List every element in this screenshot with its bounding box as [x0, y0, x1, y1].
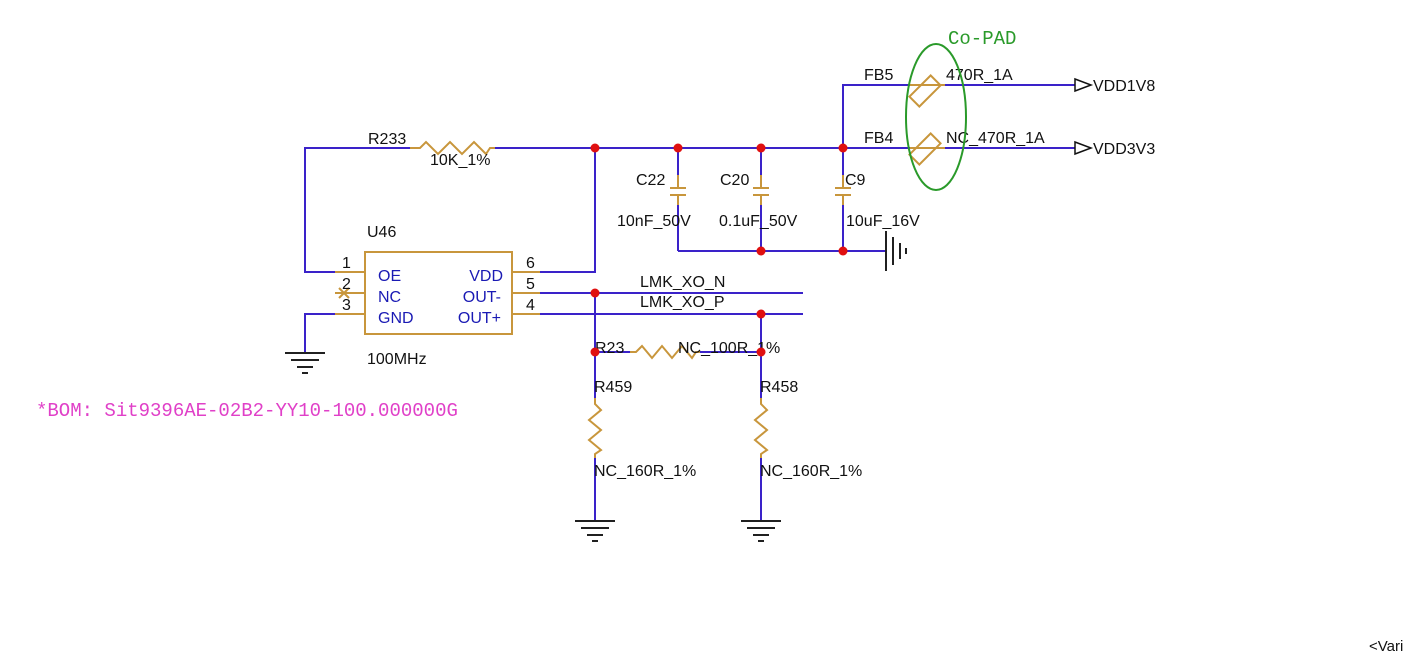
ground-caps-icon	[885, 231, 907, 271]
capacitor-c20: C20 0.1uF_50V	[719, 172, 798, 230]
net-label-xo-n: LMK_XO_N	[640, 274, 725, 291]
corner-variant-text: <Vari	[1369, 638, 1403, 655]
wire-fb5-in	[842, 84, 910, 148]
vdd3v3-arrow-icon	[1074, 140, 1094, 156]
r23-symbol	[630, 344, 700, 360]
pin3-name: GND	[378, 310, 414, 327]
copad-label: Co-PAD	[948, 28, 1016, 50]
c9-ref: C9	[845, 172, 866, 189]
r23-ref: R23	[595, 340, 624, 357]
resistor-r458: R458 NC_160R_1%	[753, 379, 862, 480]
capacitor-c22: C22 10nF_50V	[617, 172, 691, 230]
fb4-ref: FB4	[864, 130, 893, 147]
junction-dot	[590, 288, 600, 298]
pin2-number: 2	[342, 276, 351, 293]
junction-dot	[590, 347, 600, 357]
r233-ref: R233	[368, 131, 406, 148]
wires	[304, 84, 1075, 520]
resistor-r233: R233 10K_1%	[368, 131, 495, 169]
fb5-ref: FB5	[864, 67, 893, 84]
pin5-name: OUT-	[463, 289, 501, 306]
resistor-r23: R23 NC_100R_1%	[595, 340, 780, 360]
fb5-body	[908, 74, 942, 108]
junction-dot	[756, 246, 766, 256]
vdd3v3-label: VDD3V3	[1093, 141, 1155, 158]
fb4-value: NC_470R_1A	[946, 130, 1045, 147]
net-label-xo-p: LMK_XO_P	[640, 294, 724, 311]
resistor-r459: R459 NC_160R_1%	[587, 379, 696, 480]
copad-ellipse	[905, 43, 967, 191]
ferrite-fb5: FB5 470R_1A	[864, 67, 1013, 108]
ferrite-fb4: FB4 NC_470R_1A	[864, 130, 1045, 166]
pin4-name: OUT+	[458, 310, 501, 327]
r458-value: NC_160R_1%	[760, 463, 862, 480]
junction-dot	[590, 143, 600, 153]
pin1-name: OE	[378, 268, 401, 285]
wire-oe-loop	[304, 147, 410, 273]
c9-value: 10uF_16V	[846, 213, 920, 230]
c20-value: 0.1uF_50V	[719, 213, 798, 230]
pin5-number: 5	[526, 276, 535, 293]
bom-note: *BOM: Sit9396AE-02B2-YY10-100.000000G	[36, 400, 458, 422]
junction-dot	[673, 143, 683, 153]
pin6-number: 6	[526, 255, 535, 272]
junction-dot	[756, 143, 766, 153]
vdd1v8-arrow-icon	[1074, 77, 1094, 93]
pin1-number: 1	[342, 255, 351, 272]
chip-value: 100MHz	[367, 351, 427, 368]
wire-vdd	[512, 148, 596, 273]
r458-ref: R458	[760, 379, 798, 396]
oscillator-chip: U46 100MHz 1 2 3 6 5 4 OE NC GND VDD OUT…	[335, 224, 540, 368]
fb5-value: 470R_1A	[946, 67, 1013, 84]
ground-r459-icon	[575, 520, 615, 542]
pin2-name: NC	[378, 289, 401, 306]
chip-ref: U46	[367, 224, 396, 241]
junction-dot	[756, 309, 766, 319]
r458-symbol	[753, 398, 769, 458]
junction-dot	[756, 347, 766, 357]
vdd1v8-label: VDD1V8	[1093, 78, 1155, 95]
nc-cross-mark-2	[338, 287, 350, 299]
r459-symbol	[587, 398, 603, 458]
power-flags: VDD1V8 VDD3V3	[1074, 77, 1155, 158]
pin4-number: 4	[526, 297, 535, 314]
r233-value: 10K_1%	[430, 152, 491, 169]
pin3-number: 3	[342, 297, 351, 314]
c22-ref: C22	[636, 172, 665, 189]
pin6-name: VDD	[469, 268, 503, 285]
c20-ref: C20	[720, 172, 749, 189]
r233-symbol	[410, 140, 495, 156]
r459-ref: R459	[594, 379, 632, 396]
capacitor-c9: C9 10uF_16V	[835, 172, 920, 230]
junctions	[590, 143, 848, 357]
fb4-body	[908, 132, 942, 166]
c22-value: 10nF_50V	[617, 213, 691, 230]
r459-value: NC_160R_1%	[594, 463, 696, 480]
junction-dot	[838, 246, 848, 256]
wire-gnd	[304, 313, 365, 352]
ground-r458-icon	[741, 520, 781, 542]
copad-group: Co-PAD	[905, 28, 1016, 191]
junction-dot	[838, 143, 848, 153]
ground-chip-icon	[285, 352, 325, 374]
r23-value: NC_100R_1%	[678, 340, 780, 357]
